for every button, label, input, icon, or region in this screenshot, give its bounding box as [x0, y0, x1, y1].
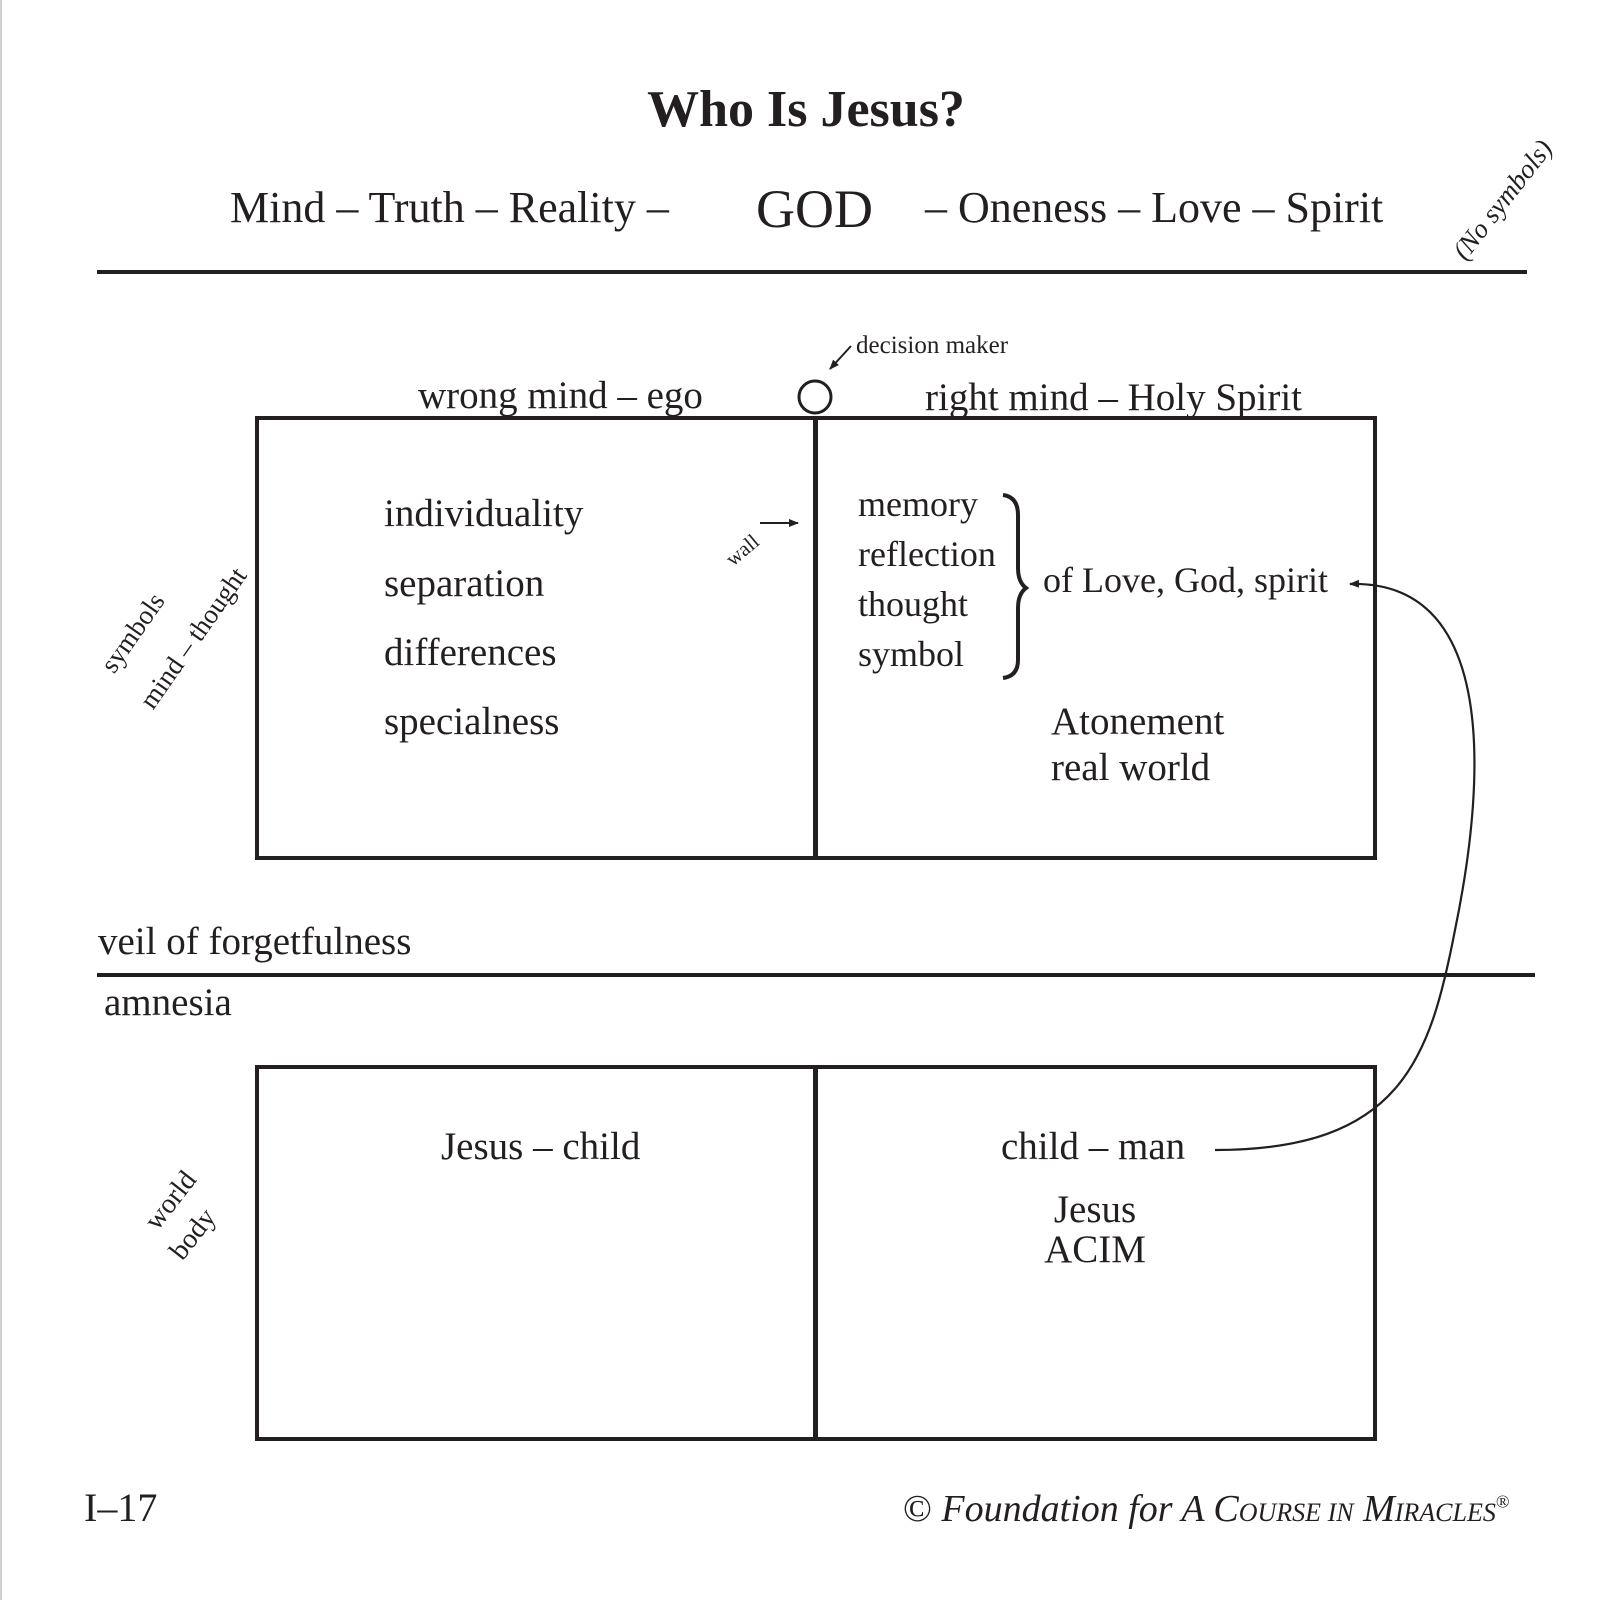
wrong-item-differences: differences — [384, 631, 557, 674]
veil-line — [97, 973, 1535, 977]
copyright-prefix: Foundation for A — [941, 1488, 1204, 1530]
right-item-thought: thought — [858, 584, 969, 624]
wrong-item-individuality: individuality — [384, 492, 584, 535]
real-world-text: real world — [1051, 746, 1211, 789]
atonement-text: Atonement — [1051, 700, 1225, 743]
no-symbols-note: (No symbols) — [1446, 133, 1559, 266]
heaven-right-text: – Oneness – Love – Spirit — [925, 183, 1384, 232]
amnesia-label: amnesia — [104, 981, 232, 1024]
brace-target-text: of Love, God, spirit — [1043, 560, 1328, 600]
decision-maker-circle — [797, 379, 833, 415]
course-initial: C — [1213, 1488, 1239, 1530]
miracles-rest: iracles — [1394, 1498, 1496, 1527]
copyright-symbol: © — [903, 1488, 932, 1530]
page-edge — [0, 0, 2, 1600]
copyright-line: © Foundation for A Course in Miracles® — [903, 1490, 1510, 1528]
miracles-initial: M — [1363, 1488, 1395, 1530]
heaven-god-text: GOD — [756, 179, 873, 239]
wrong-item-specialness: specialness — [384, 700, 560, 743]
right-item-reflection: reflection — [858, 534, 996, 574]
veil-label: veil of forgetfulness — [98, 920, 412, 963]
registered-mark: ® — [1495, 1491, 1510, 1512]
child-man-text: child – man — [1001, 1125, 1186, 1168]
jesus-child-text: Jesus – child — [441, 1125, 641, 1168]
right-item-memory: memory — [858, 484, 978, 524]
wrong-mind-label: wrong mind – ego — [418, 374, 703, 417]
mind-thought-side-label: mind – thought — [133, 561, 253, 715]
wall-divider — [813, 416, 818, 860]
right-mind-label: right mind – Holy Spirit — [925, 376, 1303, 419]
wrong-item-separation: separation — [384, 562, 545, 605]
heaven-left-text: Mind – Truth – Reality – — [230, 183, 669, 232]
page-number: I–17 — [84, 1485, 158, 1530]
acim-text: ACIM — [1044, 1228, 1146, 1271]
heaven-divider-line — [97, 270, 1527, 274]
course-rest: ourse in — [1238, 1498, 1354, 1527]
right-item-symbol: symbol — [858, 634, 965, 674]
jesus-text: Jesus — [1053, 1188, 1137, 1231]
world-divider — [813, 1065, 818, 1441]
decision-maker-arrow — [829, 345, 852, 370]
page-title: Who Is Jesus? — [647, 81, 965, 138]
decision-maker-label: decision maker — [856, 332, 1009, 359]
